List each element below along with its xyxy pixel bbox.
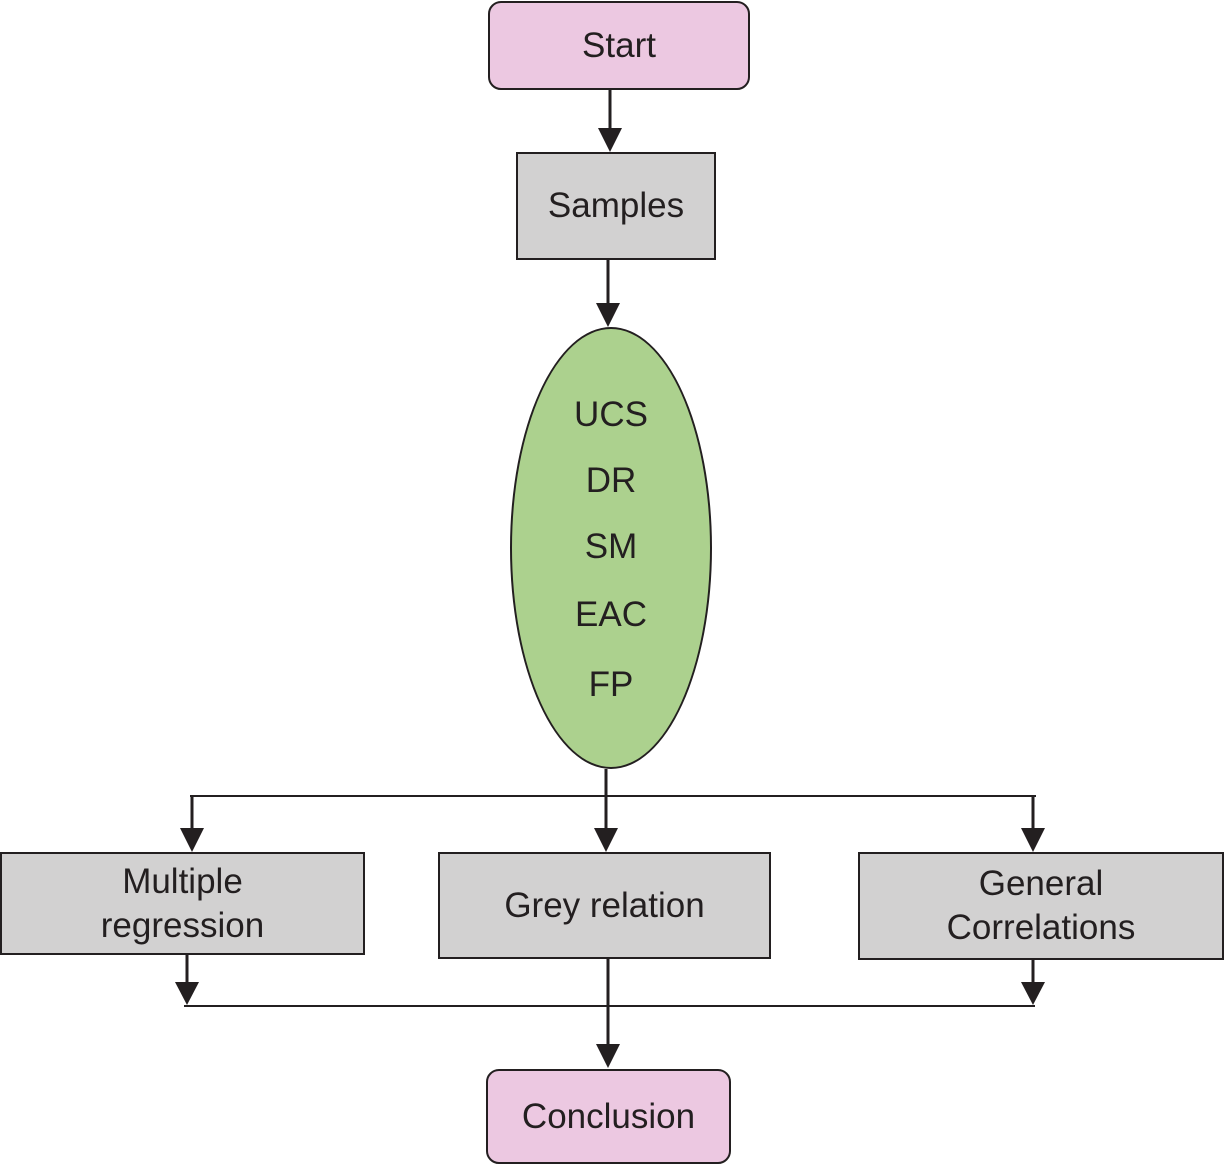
measure-eac: EAC: [575, 595, 647, 634]
conclusion-node: Conclusion: [486, 1069, 731, 1164]
multiple-regression-node: Multiple regression: [0, 852, 365, 955]
grey-relation-label: Grey relation: [504, 885, 705, 925]
arrowhead-from-general: [1021, 982, 1045, 1005]
samples-label: Samples: [547, 186, 685, 225]
measures-ellipse: [510, 327, 712, 769]
start-node: Start: [488, 1, 750, 90]
arrowhead-conclusion: [596, 1044, 620, 1068]
measure-dr: DR: [585, 461, 637, 500]
arrowhead-measures: [596, 303, 620, 327]
grey-relation-node: Grey relation: [438, 852, 771, 959]
measure-fp: FP: [588, 665, 634, 704]
multiple-regression-line1: Multiple: [122, 861, 243, 901]
conclusion-label: Conclusion: [521, 1096, 696, 1136]
samples-node: Samples: [516, 152, 716, 260]
general-correlations-line1: General: [978, 864, 1104, 903]
arrowhead-grey: [594, 828, 618, 852]
measure-ucs: UCS: [574, 395, 648, 434]
arrowhead-samples: [598, 128, 622, 152]
arrowhead-from-multiple: [175, 982, 199, 1005]
multiple-regression-line2: regression: [100, 905, 265, 945]
measure-sm: SM: [584, 527, 638, 566]
general-correlations-node: General Correlations: [858, 852, 1224, 960]
start-label: Start: [582, 25, 656, 65]
arrowhead-general: [1021, 828, 1045, 852]
general-correlations-line2: Correlations: [946, 908, 1136, 947]
arrowhead-multiple: [180, 828, 204, 852]
